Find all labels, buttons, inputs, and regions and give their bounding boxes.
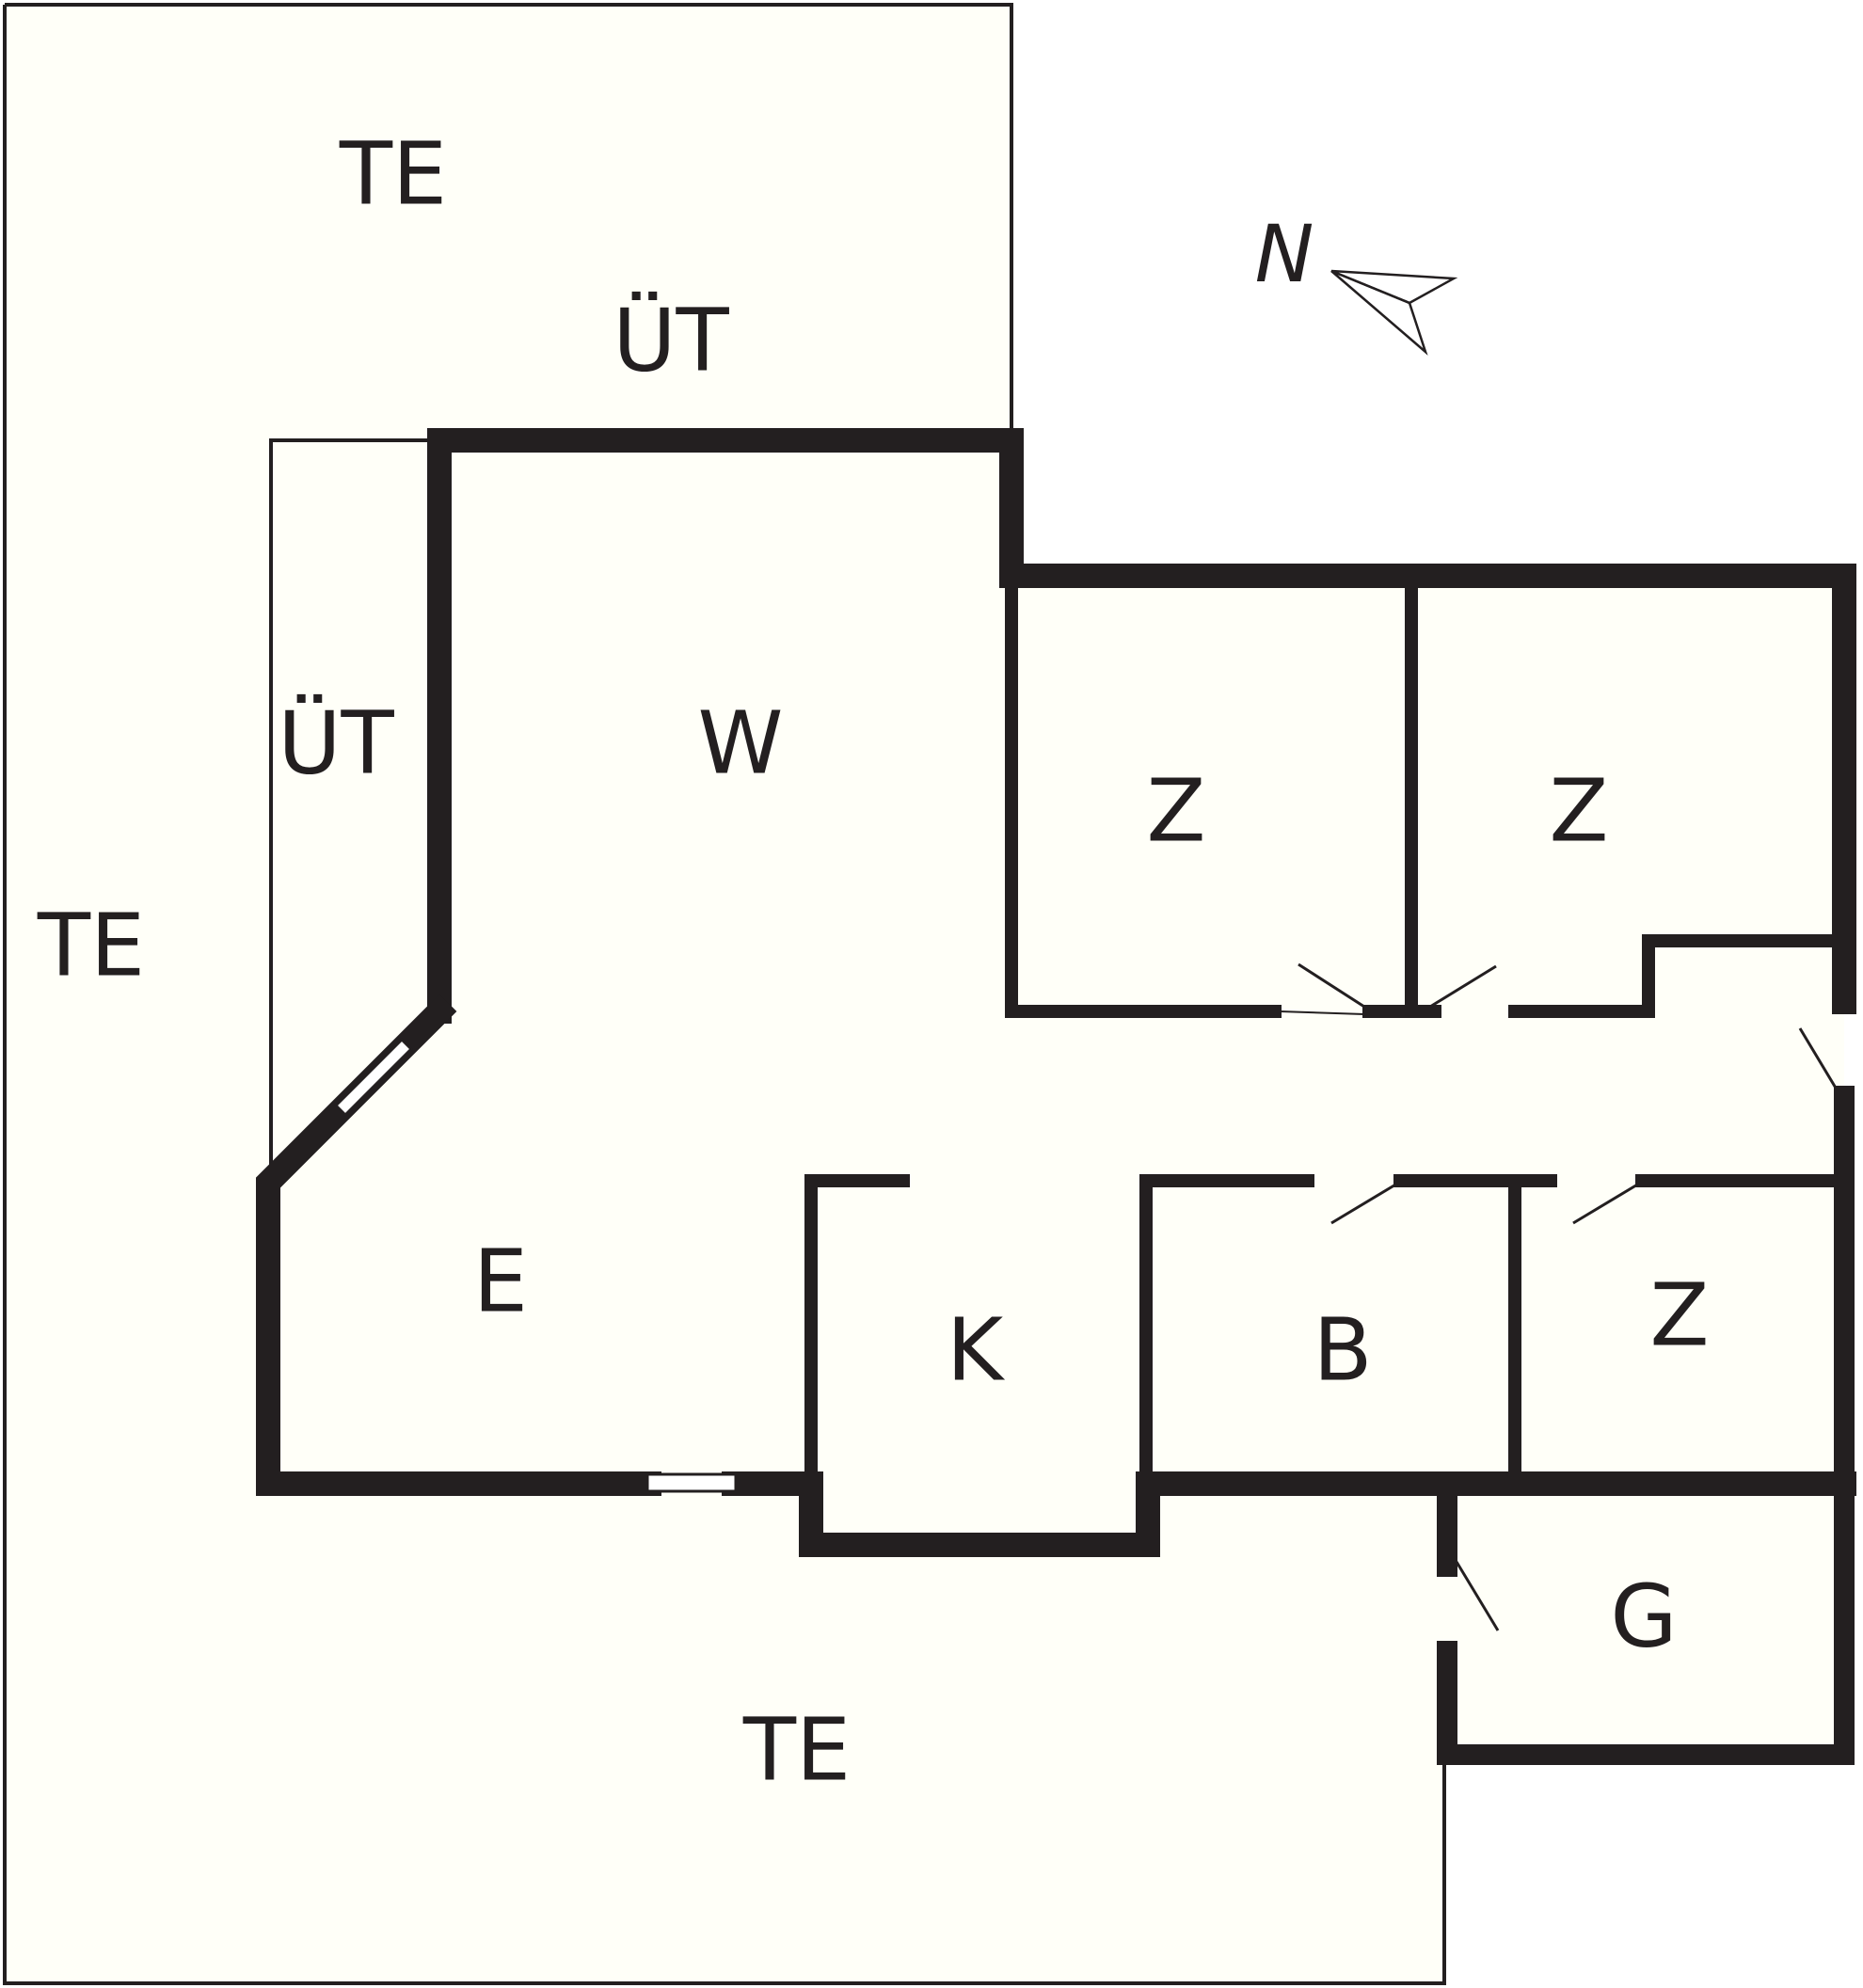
side-veranda-outline — [269, 438, 428, 1165]
room-label-te-bottom: TE — [742, 1700, 851, 1801]
window-e-bottom — [645, 1472, 738, 1493]
room-label-b: B — [1313, 1300, 1372, 1401]
room-label-ut-side: ÜT — [278, 693, 394, 794]
interior-floor — [268, 437, 1844, 1755]
room-label-te-top: TE — [339, 124, 447, 225]
door-g — [1455, 1561, 1500, 1631]
room-label-z-upper-right: Z — [1549, 761, 1608, 862]
door-entry — [1798, 1027, 1841, 1095]
door-z1 — [1298, 962, 1365, 1009]
door-swings — [1279, 962, 1841, 1631]
door-z3 — [1572, 1182, 1640, 1225]
room-label-ut-top: ÜT — [613, 291, 729, 391]
door-b — [1330, 1182, 1398, 1225]
diagonal-window — [333, 1037, 414, 1118]
north-arrow-icon — [1330, 269, 1458, 356]
door-z2 — [1429, 964, 1497, 1009]
room-label-g: G — [1610, 1567, 1677, 1667]
interior-walls — [804, 569, 1851, 1490]
room-labels: TE ÜT ÜT TE W Z Z E K B Z G TE — [37, 124, 1710, 1801]
north-label: N — [1255, 208, 1314, 300]
room-label-e: E — [473, 1232, 528, 1332]
room-label-k: K — [947, 1300, 1006, 1401]
exterior-walls — [256, 428, 1856, 1765]
room-label-te-left: TE — [37, 896, 145, 996]
room-label-z-upper-left: Z — [1146, 761, 1205, 862]
room-label-z-lower: Z — [1649, 1265, 1709, 1366]
room-label-w: W — [698, 693, 784, 794]
